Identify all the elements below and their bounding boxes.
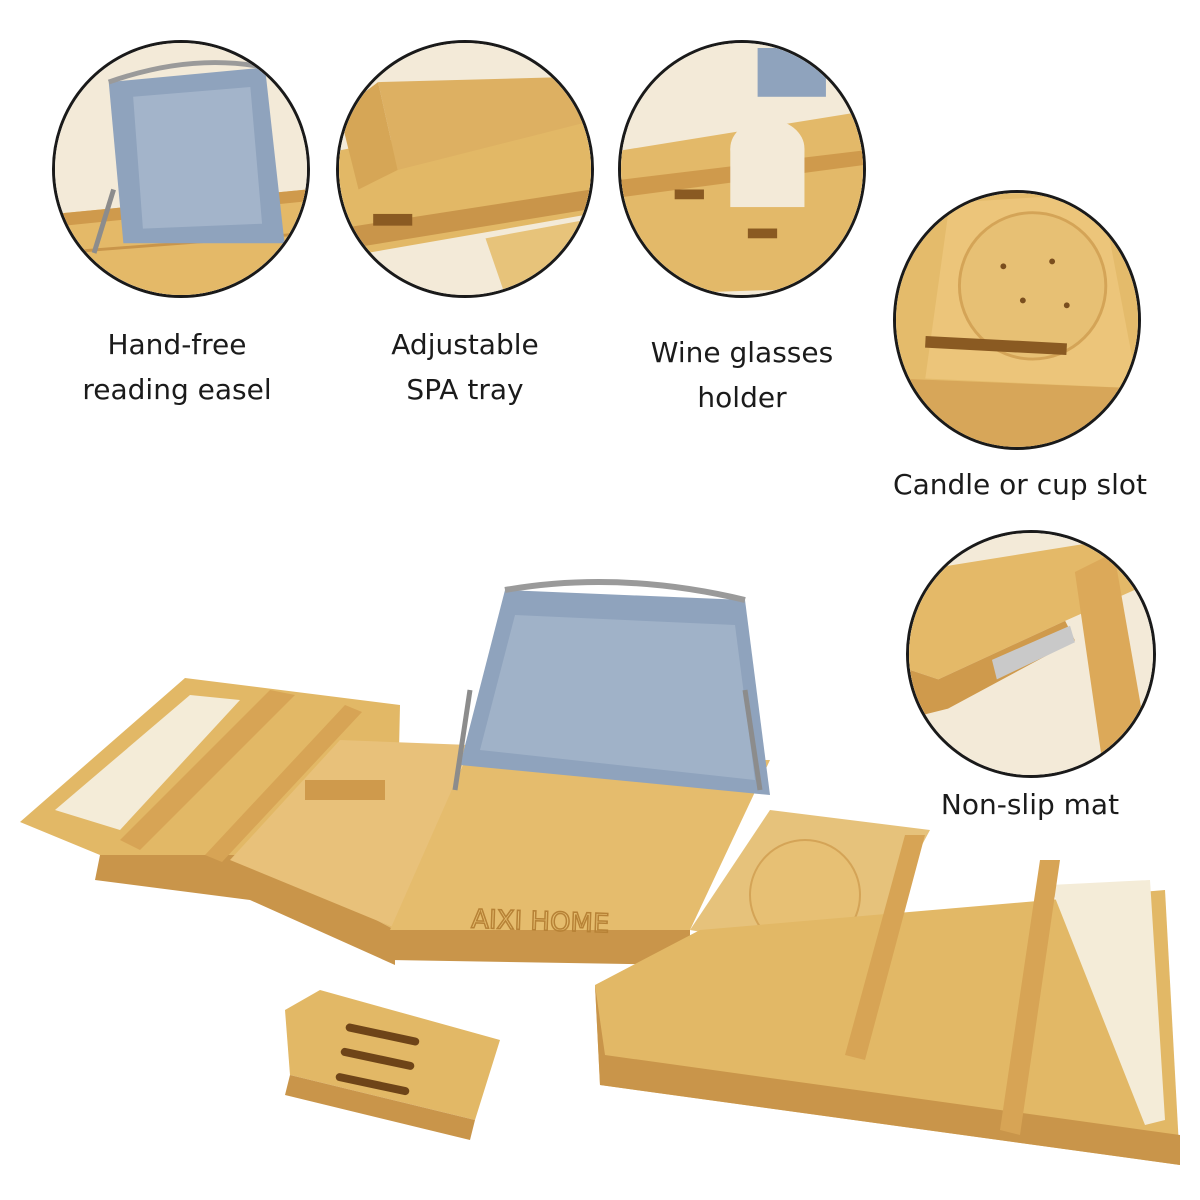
non-slip-mat-detail-image <box>906 530 1156 778</box>
feature-label-spa-tray: Adjustable SPA tray <box>391 328 539 406</box>
feature-label-cup-slot: Candle or cup slot <box>893 468 1147 501</box>
feature-label-reading-easel: Hand-free reading easel <box>82 328 272 406</box>
spa-tray-detail-image <box>336 40 594 298</box>
cup-slot-detail-image <box>893 190 1141 450</box>
feature-label-wine-holder: Wine glasses holder <box>650 336 834 414</box>
soap-dish <box>285 990 500 1140</box>
feature-label-non-slip-mat: Non-slip mat <box>940 788 1120 821</box>
reading-easel-detail-image <box>52 40 310 298</box>
wine-holder-detail-image <box>618 40 866 298</box>
center-board <box>390 760 770 930</box>
bathtub-caddy-tray-image: AIXI HOME <box>20 579 1180 1165</box>
brand-logo: AIXI HOME <box>471 905 610 940</box>
